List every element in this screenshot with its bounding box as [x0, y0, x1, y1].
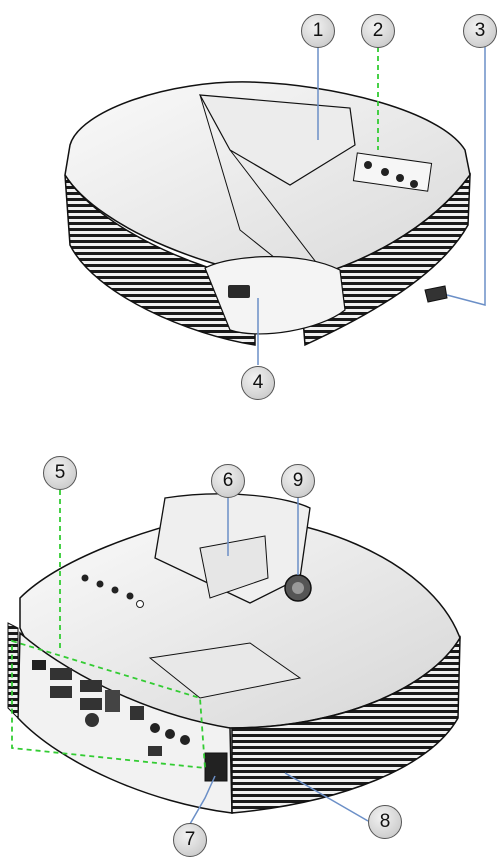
io-port [32, 660, 46, 670]
rear-top-button [81, 574, 89, 582]
front-bezel [204, 256, 346, 335]
io-highlight-box [11, 639, 206, 770]
callout-6: 6 [211, 464, 245, 498]
keypad-button [364, 161, 372, 169]
rear-right-vents [231, 635, 461, 814]
io-port [50, 668, 72, 680]
leader-3 [446, 47, 486, 306]
projector-rear-view [7, 490, 461, 825]
io-port [50, 686, 72, 698]
leader-8 [284, 772, 369, 822]
io-port [180, 735, 190, 745]
callout-7: 7 [173, 823, 207, 857]
power-socket [204, 752, 228, 782]
callout-8: 8 [368, 805, 402, 839]
rear-top-panel [148, 642, 302, 699]
callout-5: 5 [43, 456, 77, 490]
leader-7 [189, 775, 216, 825]
io-port [85, 713, 99, 727]
rear-left-vents [7, 622, 19, 720]
keypad-button [410, 180, 418, 188]
callout-9: 9 [281, 464, 315, 498]
rear-top-button [136, 600, 144, 608]
callout-3: 3 [463, 14, 497, 48]
keypad-button [381, 168, 389, 176]
io-port [105, 690, 120, 712]
rear-top-button [96, 580, 104, 588]
io-port [148, 746, 162, 756]
callout-4: 4 [241, 366, 275, 400]
io-port [80, 680, 102, 692]
io-port [130, 706, 144, 720]
projector-front-view [64, 47, 486, 365]
io-port [80, 698, 102, 710]
front-adjust-foot [424, 285, 448, 303]
io-port [150, 723, 160, 733]
rear-focus-center [292, 582, 304, 594]
rear-top-button [126, 592, 134, 600]
front-lens-panel [198, 94, 356, 186]
io-port [165, 729, 175, 739]
callout-2: 2 [361, 14, 395, 48]
keypad-button [396, 174, 404, 182]
rear-top-button [111, 586, 119, 594]
rear-lens-window [199, 535, 269, 599]
callout-1: 1 [301, 14, 335, 48]
front-ir-receiver [228, 285, 250, 298]
